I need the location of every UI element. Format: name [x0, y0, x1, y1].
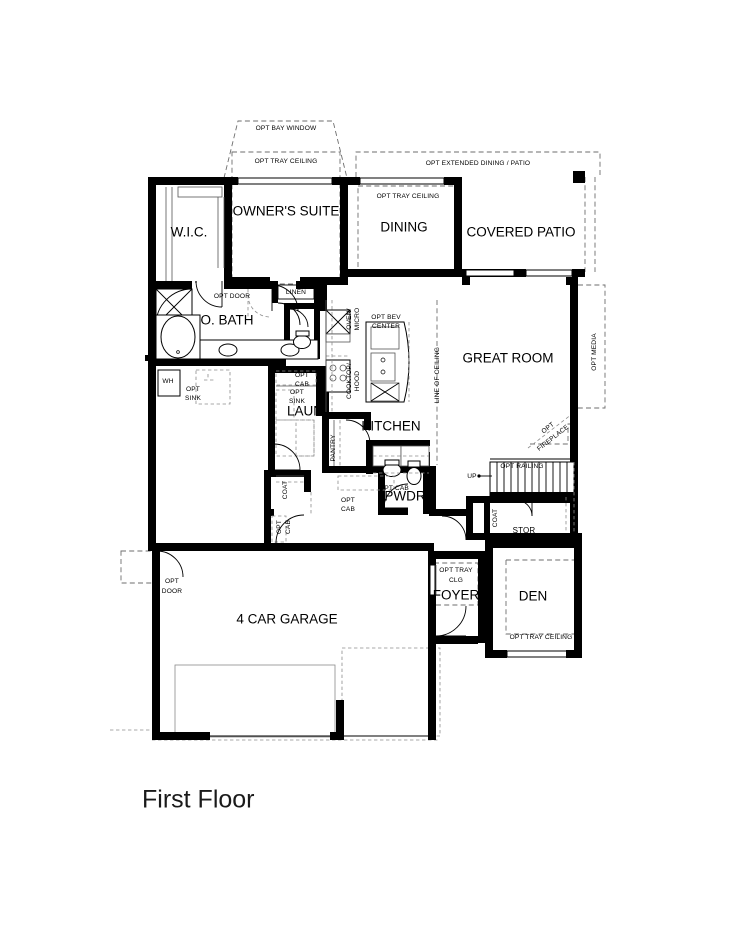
stair-treads — [496, 462, 568, 496]
annotation-hood-2: HOOD — [354, 371, 361, 391]
annotation-opt-tray-clg-foyer-2: CLG — [449, 577, 463, 584]
annotation-opt-tray-ceiling-owners: OPT TRAY CEILING — [255, 158, 318, 165]
annotation-opt-sink-laun-2: SINK — [289, 398, 305, 405]
annotation-opt-sink-laun-1: OPT — [290, 389, 304, 396]
annotation-opt-bay-window: OPT BAY WINDOW — [256, 125, 317, 132]
annotation-opt-cab-mud-v-1: OPT — [276, 520, 283, 534]
annotation-opt-sink-bath-1: OPT — [186, 386, 200, 393]
annotation-opt-railing: OPT RAILING — [500, 463, 543, 470]
annotation-opt-cab-laun-2: CAB — [295, 381, 309, 388]
room-label-foyer: FOYER — [433, 588, 480, 603]
room-label-den: DEN — [519, 589, 548, 604]
annotation-oven-1: OVEN/ — [346, 308, 353, 329]
page-title: First Floor — [142, 786, 255, 814]
annotation-opt-media: OPT MEDIA — [591, 333, 598, 371]
room-label-laun: LAUN — [287, 404, 323, 419]
annotation-opt-door-bath: OPT DOOR — [214, 293, 250, 300]
annotation-opt-door-garage-2: DOOR — [162, 588, 182, 595]
room-label-wic: W.I.C. — [171, 225, 208, 240]
annotation-line-of-ceiling: LINE OF CEILING — [434, 347, 441, 403]
room-label-covered-patio: COVERED PATIO — [466, 225, 575, 240]
annotation-labels: OPT BAY WINDOW OPT TRAY CEILING OPT EXTE… — [162, 125, 598, 641]
annotation-linen: LINEN — [286, 289, 306, 296]
annotation-up: UP — [467, 473, 477, 480]
annotation-pantry: PANTRY — [330, 434, 337, 461]
room-label-obath: O. BATH — [200, 313, 253, 328]
room-label-dining: DINING — [380, 220, 427, 235]
opt-bay-window-outline — [223, 120, 348, 179]
annotation-opt-extended-dining: OPT EXTENDED DINING / PATIO — [426, 160, 530, 167]
fixtures — [155, 186, 575, 595]
annotation-micro-2: MICRO — [354, 308, 361, 331]
annotation-opt-tray-clg-foyer-1: OPT TRAY — [439, 567, 473, 574]
annotation-coat-stair: COAT — [492, 509, 499, 527]
annotation-opt-cab-mud-h-1: OPT — [341, 497, 355, 504]
annotation-opt-tray-ceiling-dining: OPT TRAY CEILING — [377, 193, 440, 200]
room-labels: W.I.C. OWNER'S SUITE DINING COVERED PATI… — [171, 204, 576, 627]
annotation-opt-cab-mud-h-2: CAB — [341, 506, 355, 513]
annotation-opt-cab-laun-1: OPT — [295, 372, 309, 379]
room-label-stor: STOR — [513, 526, 536, 535]
opt-fireplace-leader — [527, 410, 577, 449]
room-label-kitchen: KITCHEN — [361, 419, 420, 434]
annotation-opt-bev-1: OPT BEV — [371, 314, 401, 321]
annotation-opt-cab-mud-v-2: CAB — [285, 520, 292, 534]
annotation-opt-tray-ceiling-den: OPT TRAY CEILING — [510, 634, 573, 641]
annotation-cooktop-1: COOKTOP/ — [346, 363, 353, 399]
room-label-great-room: GREAT ROOM — [462, 351, 553, 366]
door-swings — [156, 280, 467, 637]
room-label-garage: 4 CAR GARAGE — [236, 612, 337, 627]
opt-extended-dining-patio-outline — [355, 151, 601, 177]
annotation-coat-mud: COAT — [282, 481, 289, 499]
annotation-opt-cab-pwdr: OPT CAB — [379, 485, 409, 492]
garage-slab-left — [174, 664, 336, 738]
annotation-wh: WH — [162, 378, 173, 385]
room-label-pwdr: PWDR — [384, 489, 425, 504]
annotation-opt-bev-2: CENTER — [372, 323, 400, 330]
annotation-opt-sink-bath-2: SINK — [185, 395, 201, 402]
annotation-opt-door-garage-1: OPT — [165, 578, 179, 585]
room-label-owners-suite: OWNER'S SUITE — [233, 204, 340, 219]
